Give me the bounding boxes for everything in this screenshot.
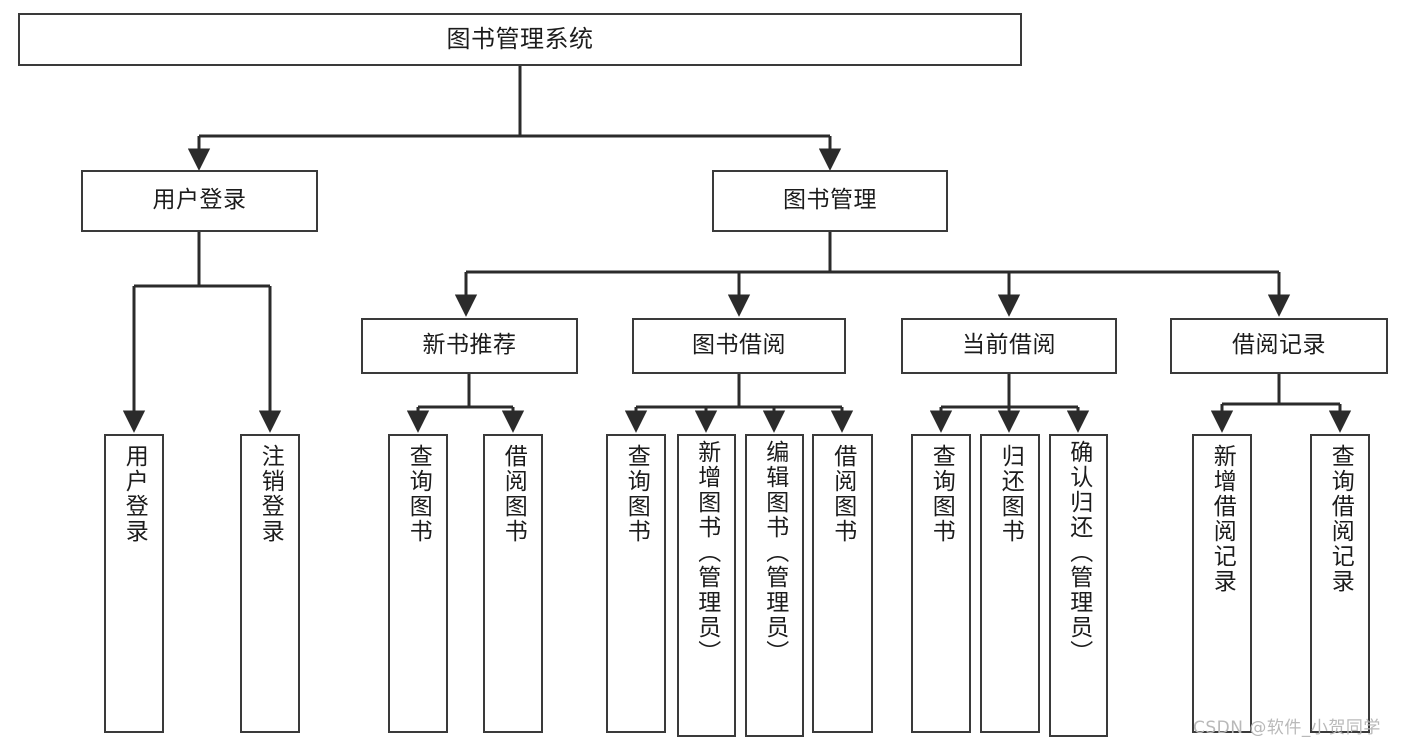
csdn-watermark: CSDN @软件_小贺同学 bbox=[1193, 718, 1381, 738]
node-user-login-label: 用户登录 bbox=[152, 187, 247, 214]
node-leaf-add-book[interactable]: 新增图书（管理员） bbox=[677, 434, 736, 737]
node-leaf-borrow-book-2-label: 借阅图书 bbox=[829, 444, 856, 544]
node-leaf-query-book-1-label: 查询图书 bbox=[405, 444, 432, 544]
node-leaf-query-record-label: 查询借阅记录 bbox=[1327, 444, 1354, 594]
node-leaf-user-login-label: 用户登录 bbox=[121, 444, 148, 544]
node-leaf-add-record-label: 新增借阅记录 bbox=[1209, 444, 1236, 594]
node-leaf-edit-book[interactable]: 编辑图书（管理员） bbox=[745, 434, 804, 737]
node-leaf-edit-book-label: 编辑图书（管理员） bbox=[761, 440, 788, 665]
node-leaf-add-book-label: 新增图书（管理员） bbox=[693, 440, 720, 665]
node-current-borrow-label: 当前借阅 bbox=[962, 332, 1056, 359]
node-new-book-recommend[interactable]: 新书推荐 bbox=[361, 318, 578, 374]
node-leaf-logout[interactable]: 注销登录 bbox=[240, 434, 300, 733]
node-leaf-query-book-3-label: 查询图书 bbox=[928, 444, 955, 544]
node-leaf-return-book[interactable]: 归还图书 bbox=[980, 434, 1040, 733]
node-leaf-query-book-2-label: 查询图书 bbox=[623, 444, 650, 544]
node-new-book-recommend-label: 新书推荐 bbox=[422, 332, 517, 359]
node-user-login[interactable]: 用户登录 bbox=[81, 170, 318, 232]
node-leaf-user-login[interactable]: 用户登录 bbox=[104, 434, 164, 733]
node-leaf-confirm-return-label: 确认归还（管理员） bbox=[1065, 440, 1092, 665]
node-borrow-record[interactable]: 借阅记录 bbox=[1170, 318, 1388, 374]
node-current-borrow[interactable]: 当前借阅 bbox=[901, 318, 1117, 374]
node-root[interactable]: 图书管理系统 bbox=[18, 13, 1022, 66]
node-borrow-record-label: 借阅记录 bbox=[1232, 332, 1326, 359]
node-book-manage-label: 图书管理 bbox=[783, 187, 877, 214]
node-leaf-query-book-2[interactable]: 查询图书 bbox=[606, 434, 666, 733]
node-leaf-borrow-book-1-label: 借阅图书 bbox=[500, 444, 527, 544]
node-leaf-borrow-book-1[interactable]: 借阅图书 bbox=[483, 434, 543, 733]
node-book-manage[interactable]: 图书管理 bbox=[712, 170, 948, 232]
node-leaf-query-record[interactable]: 查询借阅记录 bbox=[1310, 434, 1370, 733]
node-book-borrow-label: 图书借阅 bbox=[692, 332, 786, 359]
node-leaf-return-book-label: 归还图书 bbox=[997, 444, 1024, 544]
node-root-label: 图书管理系统 bbox=[446, 25, 594, 54]
node-leaf-logout-label: 注销登录 bbox=[257, 444, 284, 544]
node-leaf-query-book-1[interactable]: 查询图书 bbox=[388, 434, 448, 733]
node-leaf-add-record[interactable]: 新增借阅记录 bbox=[1192, 434, 1252, 733]
node-leaf-borrow-book-2[interactable]: 借阅图书 bbox=[812, 434, 873, 733]
node-book-borrow[interactable]: 图书借阅 bbox=[632, 318, 846, 374]
node-leaf-confirm-return[interactable]: 确认归还（管理员） bbox=[1049, 434, 1108, 737]
node-leaf-query-book-3[interactable]: 查询图书 bbox=[911, 434, 971, 733]
